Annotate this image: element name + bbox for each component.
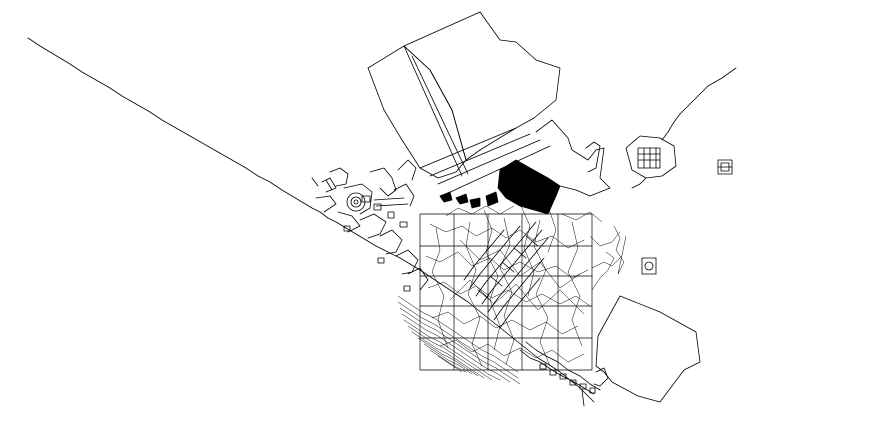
- eastern-satellite-settlement: [625, 67, 737, 189]
- dense-urban-block: [439, 159, 561, 215]
- street-network: [425, 203, 627, 367]
- isolated-block-northeast: [717, 159, 733, 175]
- southern-coastal-strip: [519, 341, 609, 407]
- western-settlement: [311, 159, 429, 292]
- isolated-block-east: [641, 257, 657, 275]
- coastline: [27, 37, 595, 403]
- central-builtup-band: [463, 221, 549, 329]
- contour-lines: [397, 295, 521, 385]
- southeast-parcel: [595, 295, 701, 403]
- map-sheet-grid: [419, 213, 593, 371]
- northern-parcels: [367, 11, 611, 197]
